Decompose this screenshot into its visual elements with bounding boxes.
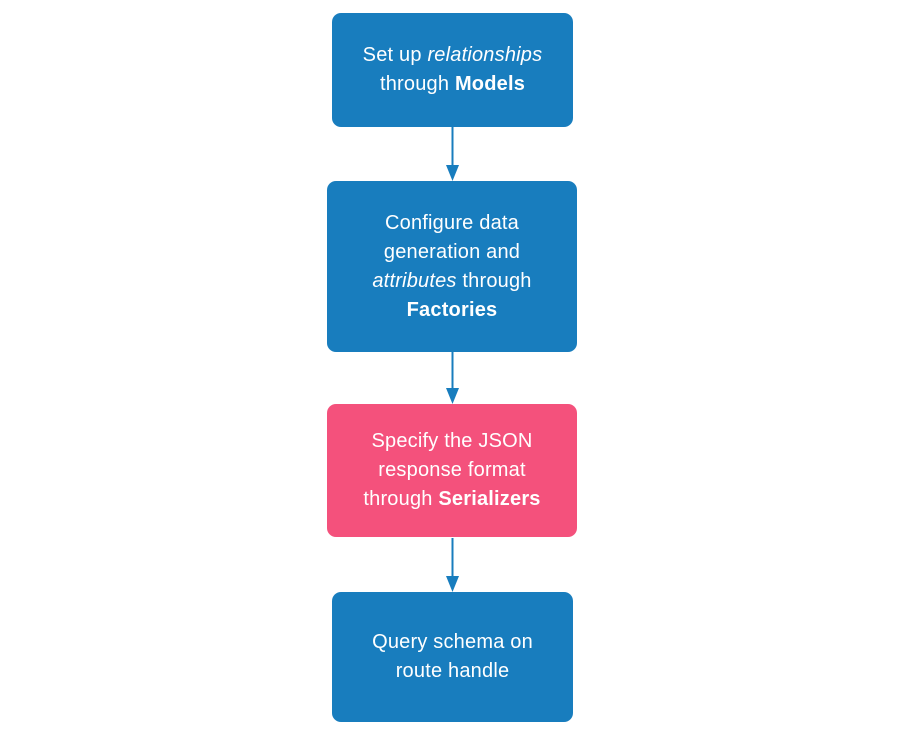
text-line: attributes through <box>372 267 531 296</box>
text-segment: attributes <box>372 269 457 292</box>
text-segment: relationships <box>427 44 543 66</box>
text-segment: response format <box>378 459 526 481</box>
arrow-head-icon <box>446 165 459 181</box>
text-line: Specify the JSON <box>371 427 532 456</box>
arrow-head-icon <box>446 388 459 404</box>
text-line: through Serializers <box>363 485 540 514</box>
text-line: Configure data <box>385 209 519 238</box>
text-segment: generation and <box>383 240 521 263</box>
text-segment: Models <box>454 73 526 95</box>
text-line: response format <box>378 456 526 485</box>
flow-node-factories: Configure data generation and attributes t… <box>327 181 577 352</box>
text-segment: Configure data <box>384 211 519 234</box>
text-segment: Query schema on <box>372 631 533 653</box>
arrow-serializers-to-query-schema <box>446 538 459 592</box>
text-line: Factories <box>407 296 498 325</box>
text-segment: Serializers <box>438 488 541 510</box>
text-segment: Factories <box>406 298 498 321</box>
text-segment: through <box>379 73 455 95</box>
text-segment: route handle <box>395 660 510 682</box>
text-line: through Models <box>380 70 525 99</box>
arrow-models-to-factories <box>446 127 459 181</box>
text-line: route handle <box>396 657 510 686</box>
text-line: Set up relationships <box>363 41 543 70</box>
text-segment: Specify the JSON <box>371 430 533 452</box>
arrow-head-icon <box>446 576 459 592</box>
text-line: generation and <box>384 238 520 267</box>
text-line: Query schema on <box>372 628 533 657</box>
text-segment: through <box>456 269 532 292</box>
arrow-factories-to-serializers <box>446 350 459 404</box>
flow-node-serializers: Specify the JSON response format through S… <box>327 404 577 537</box>
text-segment: through <box>363 488 439 510</box>
text-segment: Set up <box>362 44 428 66</box>
flow-node-query-schema: Query schema on route handle <box>332 592 573 722</box>
